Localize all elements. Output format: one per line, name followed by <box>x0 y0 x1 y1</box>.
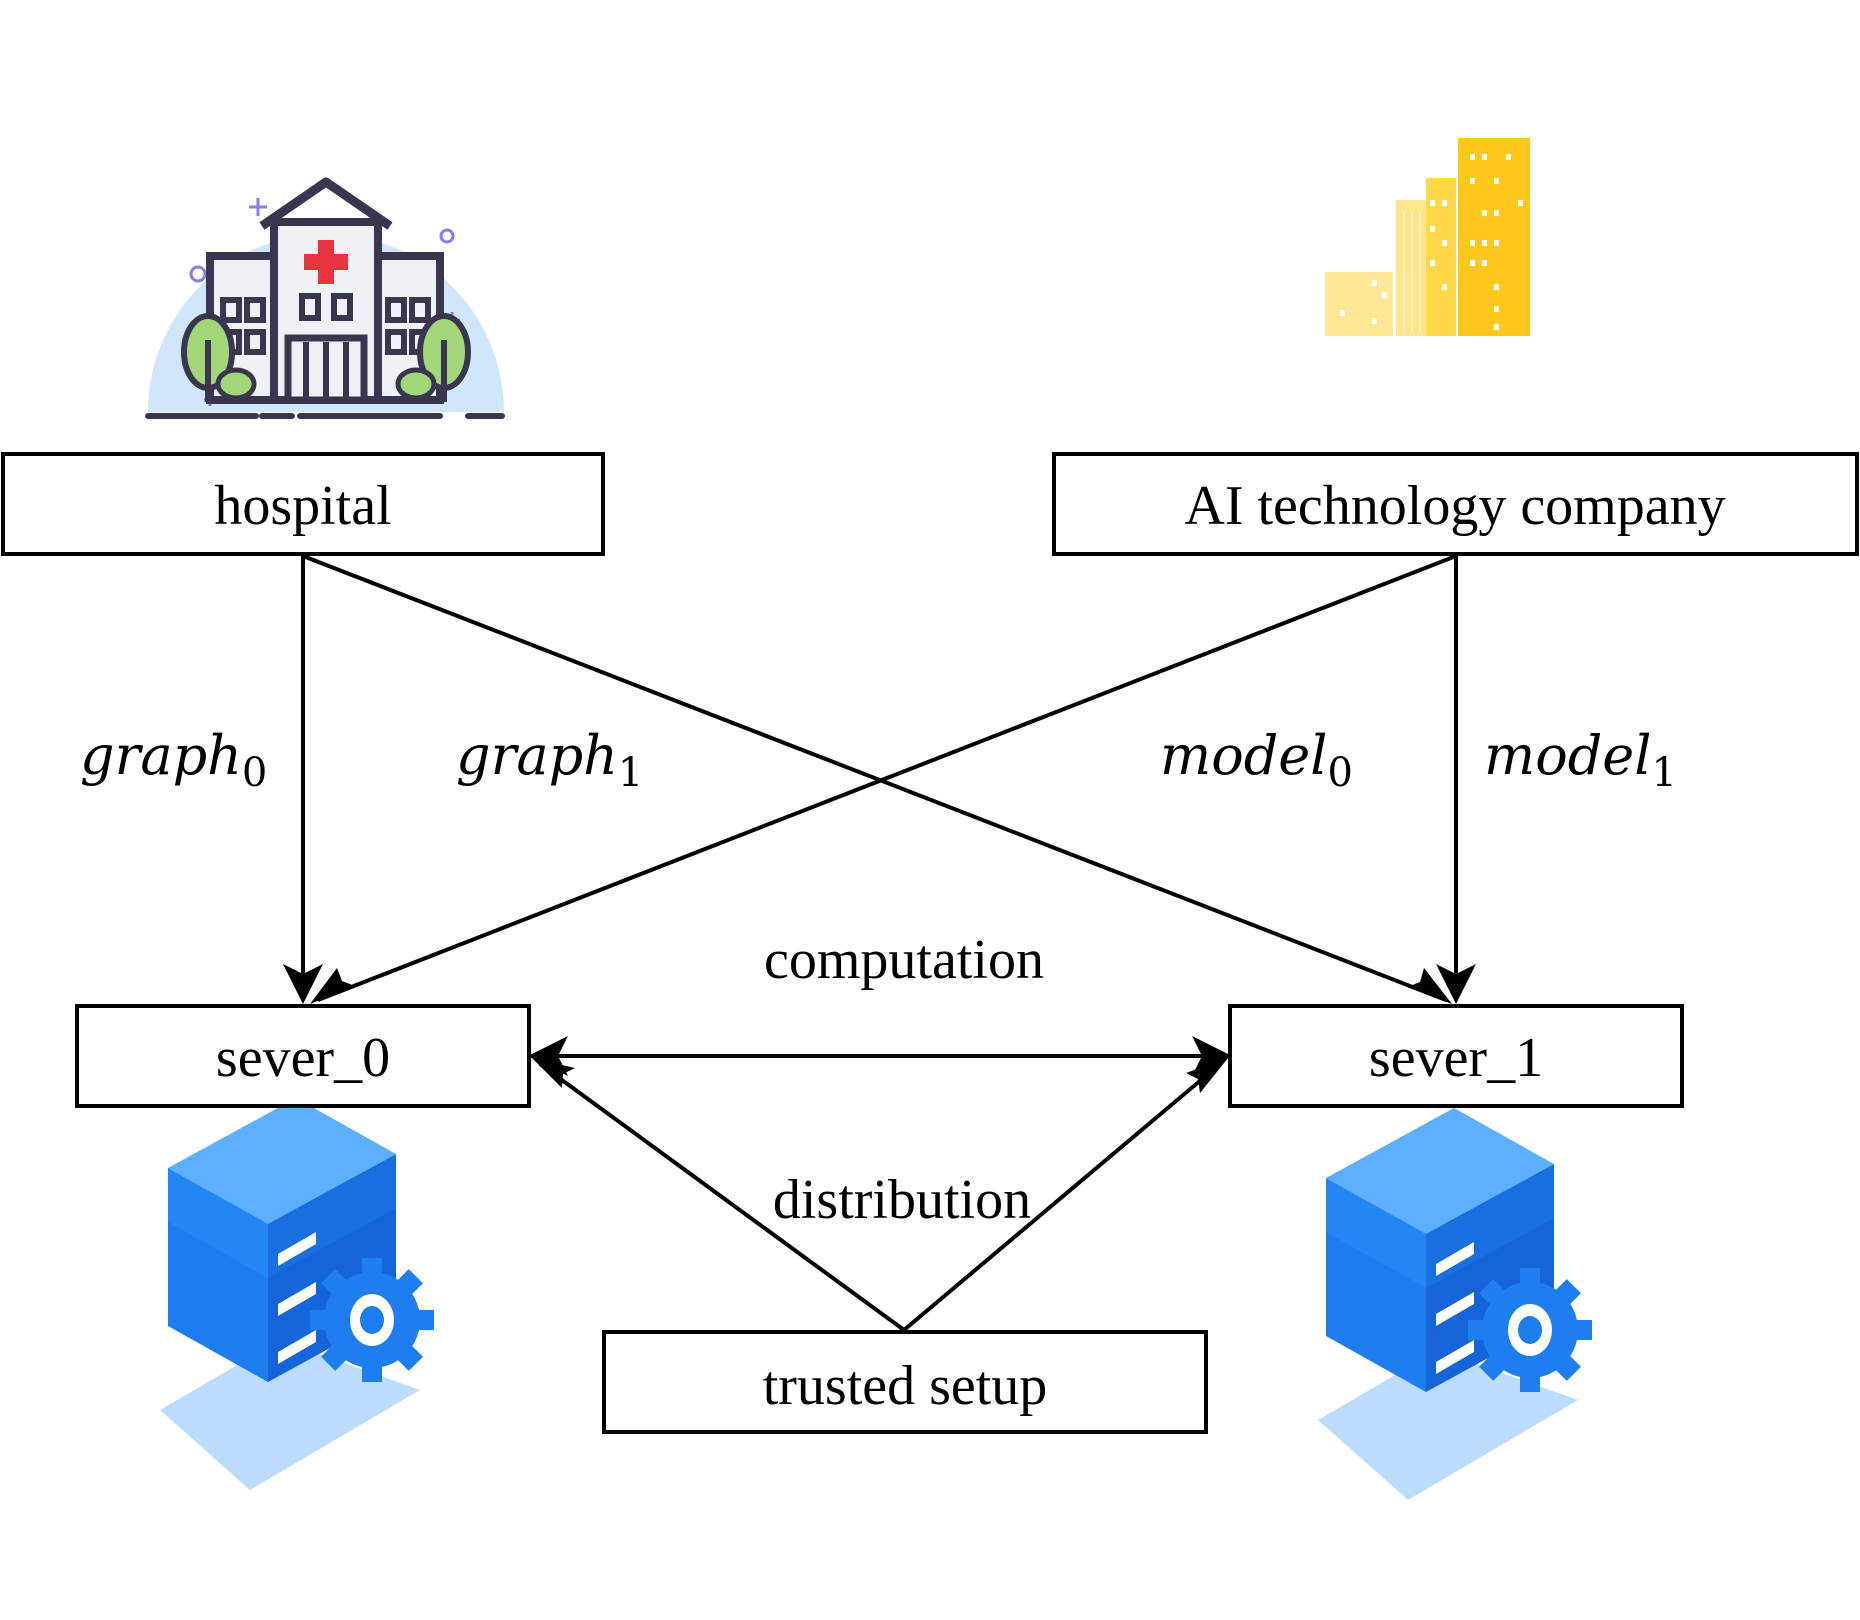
graph0-label: graph0 <box>80 724 267 796</box>
edge-company-to-server0 <box>317 554 1457 1002</box>
trusted-setup-label: trusted setup <box>763 1355 1048 1417</box>
ai-company-label: AI technology company <box>1184 475 1725 537</box>
arrowhead-distribution-left <box>532 1058 575 1088</box>
server-gear-icon <box>160 1098 434 1490</box>
hospital-label: hospital <box>214 475 391 537</box>
ai-company-box <box>1052 452 1859 556</box>
arrowhead-graph1 <box>1407 968 1452 1004</box>
distribution-label: distribution <box>773 1169 1031 1231</box>
model1-label: model1 <box>1484 724 1677 796</box>
arrowhead-computation-right <box>1192 1036 1232 1076</box>
server0-box <box>75 1004 531 1108</box>
model0-label: model0 <box>1160 724 1353 796</box>
edge-setup-to-server1 <box>902 1062 1222 1332</box>
server-gear-icon <box>1318 1108 1592 1500</box>
graph1-label: graph1 <box>456 724 643 796</box>
arrowhead-graph0 <box>283 964 323 1004</box>
model0-sub: 0 <box>1328 750 1353 796</box>
graph0-sub: 0 <box>242 750 267 796</box>
hospital-box <box>1 452 605 556</box>
server0-label: sever_0 <box>216 1027 390 1089</box>
graph0-base: graph <box>80 724 242 787</box>
model1-sub: 1 <box>1652 750 1677 796</box>
arrowhead-distribution-right <box>1186 1058 1228 1093</box>
hospital-building-icon <box>145 177 505 419</box>
trusted-setup-box <box>602 1330 1208 1434</box>
server1-label: sever_1 <box>1369 1027 1543 1089</box>
computation-label: computation <box>764 929 1044 991</box>
edge-hospital-to-server1 <box>302 554 1447 1002</box>
office-buildings-icon <box>1325 138 1530 336</box>
arrowhead-model1 <box>1436 964 1476 1004</box>
edge-setup-to-server0 <box>538 1062 906 1332</box>
graph1-sub: 1 <box>618 750 643 796</box>
server1-box <box>1228 1004 1684 1108</box>
model1-base: model <box>1484 724 1652 787</box>
arrowhead-model0 <box>310 968 355 1004</box>
model0-base: model <box>1160 724 1328 787</box>
graph1-base: graph <box>456 724 618 787</box>
